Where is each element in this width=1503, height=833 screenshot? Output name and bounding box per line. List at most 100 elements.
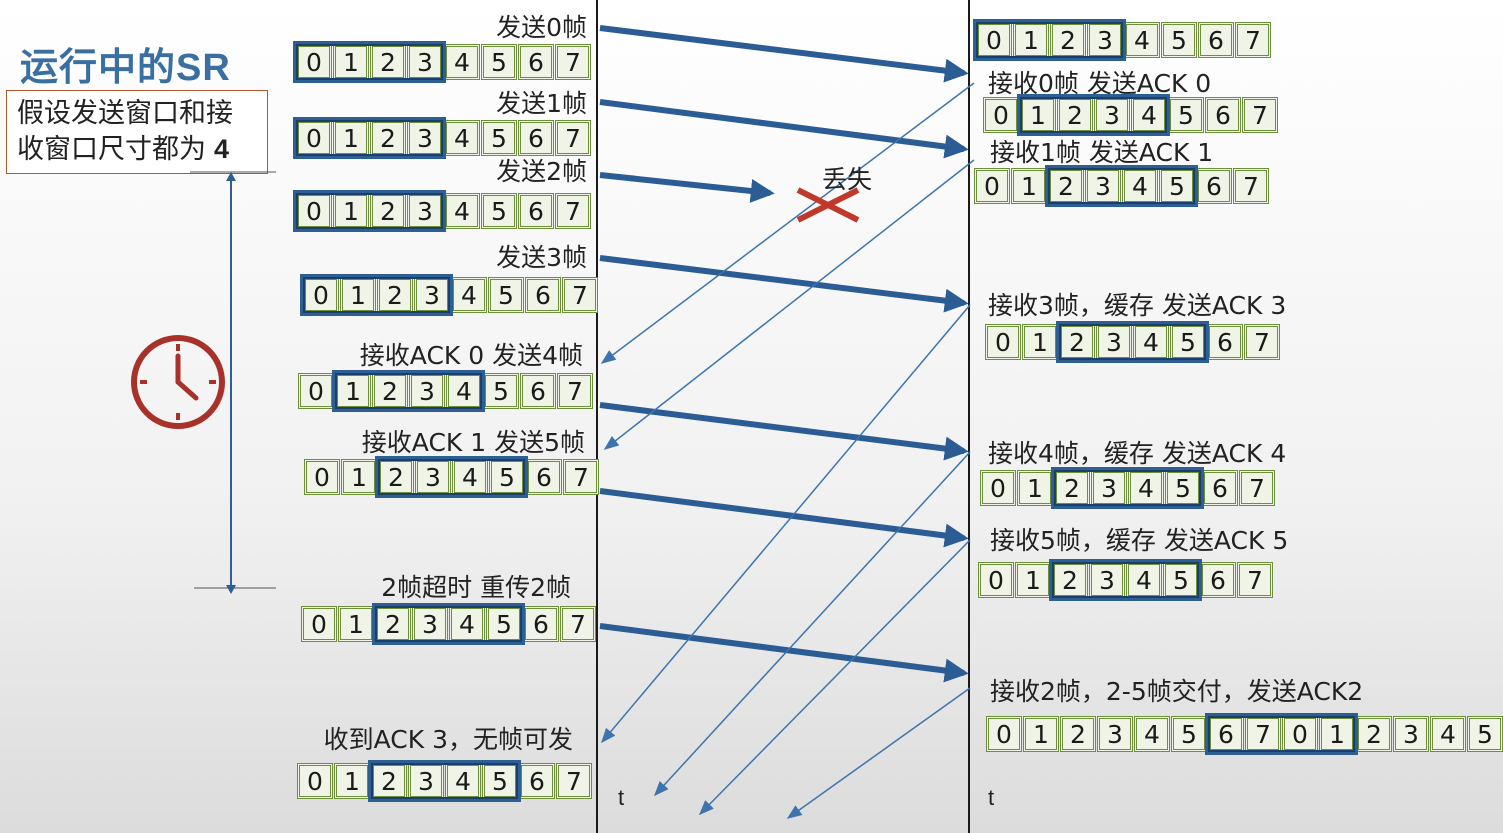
seq-cell: 3: [414, 277, 450, 313]
lost-x-icon: [796, 187, 860, 223]
seq-cell: 6: [518, 120, 554, 156]
sender-event-4: 接收ACK 0 发送4帧: [359, 341, 583, 370]
timeout-bracket: [190, 171, 276, 594]
seq-cell: 2: [370, 120, 406, 156]
frame-0-arrow: [599, 25, 969, 83]
seq-cell: 5: [486, 606, 522, 642]
window-highlight: [372, 603, 525, 645]
seq-cell: 7: [557, 373, 593, 409]
seq-cell: 2: [371, 763, 407, 799]
seq-cell: 2: [1057, 97, 1093, 133]
seq-cell: 6: [526, 459, 562, 495]
seq-cell: 5: [481, 120, 517, 156]
clock-icon: [131, 335, 225, 429]
window-highlight: [332, 370, 485, 412]
window-highlight: [293, 117, 446, 159]
receiver-time-label: t: [988, 785, 995, 810]
seq-cell: 4: [444, 44, 480, 80]
seq-cell: 5: [1159, 168, 1195, 204]
seq-cell: 4: [444, 120, 480, 156]
sender-event-6: 2帧超时 重传2帧: [381, 573, 571, 602]
window-highlight: [293, 190, 446, 232]
seq-cell: 5: [488, 277, 524, 313]
seq-cell: 6: [525, 277, 561, 313]
frame-3-arrow: [599, 255, 969, 313]
seq-cell: 1: [1015, 562, 1051, 598]
seq-cell: 0: [298, 373, 334, 409]
seq-cell: 3: [412, 606, 448, 642]
seq-cell: 7: [555, 193, 591, 229]
seq-cell: 4: [449, 606, 485, 642]
window-highlight: [1017, 94, 1170, 136]
frame-2-arrow: [599, 172, 775, 203]
seq-cell: 4: [452, 459, 488, 495]
seq-cell: 4: [446, 373, 482, 409]
receiver-event-5: 接收2帧，2-5帧交付，发送ACK2: [990, 677, 1364, 706]
seq-cell: 2: [372, 373, 408, 409]
receiver-timeline: [968, 0, 970, 833]
seq-cell: 7: [560, 606, 596, 642]
frame-5-arrow: [599, 488, 969, 548]
seq-cell: 5: [1163, 562, 1199, 598]
sender-event-0: 发送0帧: [496, 13, 587, 42]
seq-cell: 0: [976, 22, 1012, 58]
seq-cell: 5: [1171, 716, 1207, 752]
seq-cell: 1: [1017, 470, 1053, 506]
seq-cell: 7: [555, 120, 591, 156]
sender-event-3: 发送3帧: [496, 243, 587, 272]
seq-cell: 1: [1011, 168, 1047, 204]
seq-cell: 2: [1059, 324, 1095, 360]
seq-cell: 3: [409, 373, 445, 409]
seq-cell: 4: [1131, 97, 1167, 133]
window-highlight: [1049, 559, 1202, 601]
receiver-event-3: 接收4帧，缓存 发送ACK 4: [988, 439, 1287, 468]
seq-cell: 3: [1096, 324, 1132, 360]
seq-cell: 0: [304, 459, 340, 495]
frame-1-arrow: [599, 99, 969, 159]
sender-event-7: 收到ACK 3，无帧可发: [323, 725, 573, 754]
ack-5-arrow: [698, 539, 971, 816]
seq-cell: 6: [1196, 168, 1232, 204]
ack-2-arrow: [786, 687, 971, 819]
seq-cell: 7: [556, 763, 592, 799]
seq-cell: 5: [483, 373, 519, 409]
receiver-event-1: 接收1帧 发送ACK 1: [990, 138, 1214, 167]
seq-cell: 7: [1233, 168, 1269, 204]
seq-cell: 4: [1126, 562, 1162, 598]
seq-cell: 1: [1319, 716, 1355, 752]
seq-cell: 0: [301, 606, 337, 642]
seq-cell: 3: [408, 763, 444, 799]
seq-cell: 3: [1085, 168, 1121, 204]
seq-cell: 7: [562, 277, 598, 313]
seq-cell: 6: [518, 193, 554, 229]
seq-cell: 2: [1048, 168, 1084, 204]
seq-cell: 6: [1200, 562, 1236, 598]
seq-cell: 0: [974, 168, 1010, 204]
seq-cell: 2: [378, 459, 414, 495]
seq-cell: 2: [1054, 470, 1090, 506]
seq-cell: 3: [407, 193, 443, 229]
window-highlight: [1051, 467, 1204, 509]
seq-cell: 2: [1060, 716, 1096, 752]
seq-cell: 3: [1089, 562, 1125, 598]
seq-cell: 5: [1165, 470, 1201, 506]
seq-cell: 4: [1124, 22, 1160, 58]
seq-cell: 4: [1128, 470, 1164, 506]
seq-cell: 6: [1207, 324, 1243, 360]
frame-2-retransmit-arrow: [599, 623, 969, 683]
seq-cell: 6: [523, 606, 559, 642]
frame-4-arrow: [599, 402, 969, 461]
slide-title: 运行中的SR: [20, 47, 231, 89]
seq-cell: 1: [334, 763, 370, 799]
seq-cell: 5: [481, 44, 517, 80]
seq-cell: 0: [296, 44, 332, 80]
seq-cell: 5: [1168, 97, 1204, 133]
seq-cell: 4: [1133, 324, 1169, 360]
sender-event-1: 发送1帧: [496, 89, 587, 118]
